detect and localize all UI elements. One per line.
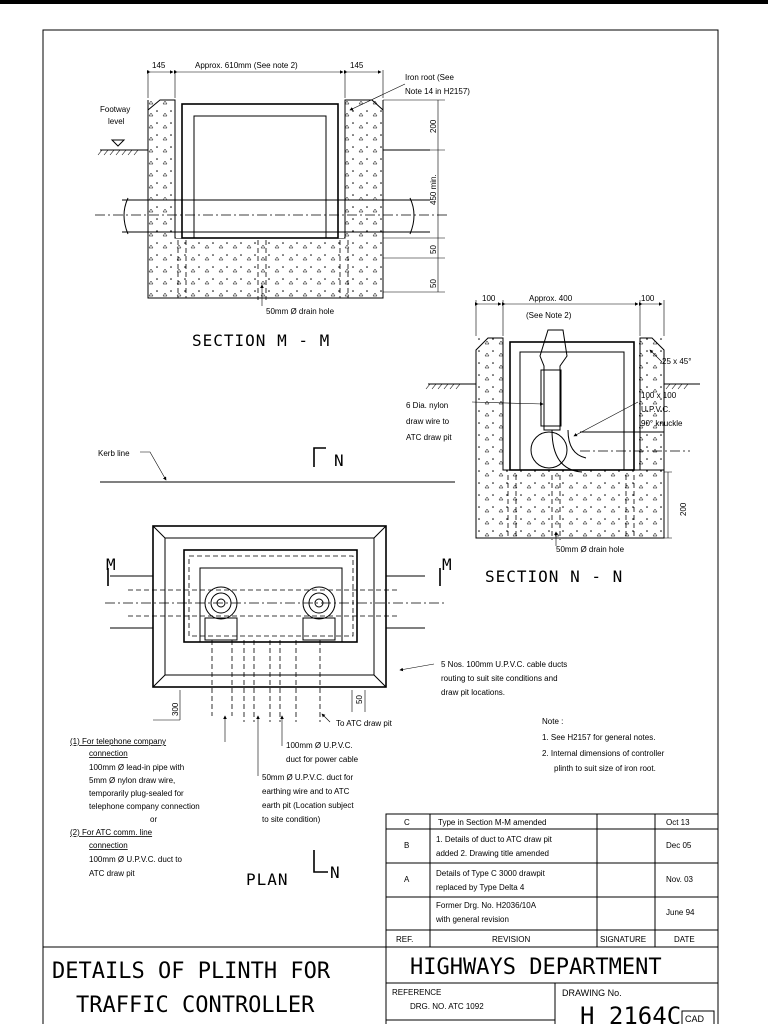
section-nn-drawing bbox=[425, 300, 700, 546]
plan-drawing bbox=[100, 447, 455, 873]
nn-drain-hole-label: 50mm Ø drain hole bbox=[556, 545, 625, 554]
rev-row-1-text: Type in Section M-M amended bbox=[438, 818, 547, 827]
plan-power-duct-label-2: duct for power cable bbox=[286, 755, 359, 764]
rev-row-4-date: June 94 bbox=[666, 908, 695, 917]
note-1: 1. See H2157 for general notes. bbox=[542, 733, 655, 742]
plan-earth-label-4: to site condition) bbox=[262, 815, 321, 824]
reference-label: REFERENCE bbox=[392, 988, 441, 997]
drawing-title-line-2: TRAFFIC CONTROLLER bbox=[76, 993, 315, 1018]
plan-cut-m-right: M bbox=[442, 555, 453, 574]
mm-footway-label-1: Footway bbox=[100, 105, 130, 114]
mm-dim-200: 200 bbox=[429, 119, 438, 133]
plan-atc-label-1: (2) For ATC comm. line bbox=[70, 828, 153, 837]
plan-ducts-label-3: draw pit locations. bbox=[441, 688, 505, 697]
nn-dim-200: 200 bbox=[679, 502, 688, 516]
rev-row-1-ref: C bbox=[404, 818, 410, 827]
drawing-number: H 2164C bbox=[580, 1002, 681, 1024]
mm-dim-145-right: 145 bbox=[350, 61, 364, 70]
plan-title: PLAN bbox=[246, 870, 289, 889]
nn-dim-100-right: 100 bbox=[641, 294, 655, 303]
rev-row-1-date: Oct 13 bbox=[666, 818, 690, 827]
section-mm-title: SECTION M - M bbox=[192, 331, 330, 350]
plan-cut-m-left: M bbox=[106, 555, 117, 574]
revision-table bbox=[385, 813, 719, 948]
reference-value: DRG. NO. ATC 1092 bbox=[410, 1002, 484, 1011]
rev-row-4-text-1: Former Drg. No. H2036/10A bbox=[436, 901, 537, 910]
plan-atc-label-4: ATC draw pit bbox=[89, 869, 135, 878]
plan-tel-label-3: 100mm Ø lead-in pipe with bbox=[89, 763, 184, 772]
drawing-no-label: DRAWING No. bbox=[562, 988, 622, 998]
cad-label: CAD bbox=[685, 1014, 705, 1024]
rev-head-date: DATE bbox=[674, 935, 695, 944]
mm-dim-50-a: 50 bbox=[429, 245, 438, 254]
rev-row-4-text-2: with general revision bbox=[435, 915, 509, 924]
rev-head-revision: REVISION bbox=[492, 935, 530, 944]
sheet-frame bbox=[42, 29, 719, 1024]
notes-heading: Note : bbox=[542, 717, 563, 726]
plan-tel-label-4: 5mm Ø nylon draw wire, bbox=[89, 776, 175, 785]
plan-earth-label-2: earthing wire and to ATC bbox=[262, 787, 350, 796]
section-mm-drawing bbox=[95, 70, 450, 306]
note-2a: 2. Internal dimensions of controller bbox=[542, 749, 665, 758]
plan-atc-label-2: connection bbox=[89, 841, 128, 850]
plan-power-duct-label-1: 100mm Ø U.P.V.C. bbox=[286, 741, 353, 750]
note-2b: plinth to suit size of iron root. bbox=[554, 764, 656, 773]
nn-wire-label-2: draw wire to bbox=[406, 417, 450, 426]
drawing-title-line-1: DETAILS OF PLINTH FOR bbox=[52, 959, 331, 984]
rev-row-2-text-2: added 2. Drawing title amended bbox=[436, 849, 549, 858]
mm-dim-450-min: 450 min. bbox=[429, 174, 438, 205]
plan-dim-50: 50 bbox=[355, 695, 364, 704]
rev-row-2-text-1: 1. Details of duct to ATC draw pit bbox=[436, 835, 553, 844]
nn-knuckle-label-3: 90° knuckle bbox=[641, 419, 683, 428]
nn-knuckle-label-1: 100 x 100 bbox=[641, 391, 677, 400]
plan-ducts-label-2: routing to suit site conditions and bbox=[441, 674, 558, 683]
rev-row-2-ref: B bbox=[404, 841, 409, 850]
mm-iron-root-label-2: Note 14 in H2157) bbox=[405, 87, 470, 96]
mm-iron-root-label-1: Iron root (See bbox=[405, 73, 454, 82]
mm-dim-145-left: 145 bbox=[152, 61, 166, 70]
rev-head-signature: SIGNATURE bbox=[600, 935, 646, 944]
rev-row-3-date: Nov. 03 bbox=[666, 875, 694, 884]
department-name: HIGHWAYS DEPARTMENT bbox=[410, 955, 662, 980]
nn-wire-label-1: 6 Dia. nylon bbox=[406, 401, 448, 410]
nn-knuckle-label-2: U.P.V.C. bbox=[641, 405, 670, 414]
plan-tel-label-1: (1) For telephone company bbox=[70, 737, 166, 746]
mm-dim-approx-610: Approx. 610mm (See note 2) bbox=[195, 61, 298, 70]
plan-ducts-label-1: 5 Nos. 100mm U.P.V.C. cable ducts bbox=[441, 660, 567, 669]
nn-dim-approx-400: Approx. 400 bbox=[529, 294, 573, 303]
rev-row-2-date: Dec 05 bbox=[666, 841, 692, 850]
nn-wire-label-3: ATC draw pit bbox=[406, 433, 452, 442]
rev-row-3-text-2: replaced by Type Delta 4 bbox=[436, 883, 525, 892]
title-block bbox=[43, 946, 718, 1024]
mm-footway-label-2: level bbox=[108, 117, 125, 126]
plan-cut-n-bottom: N bbox=[330, 863, 341, 882]
rev-row-3-text-1: Details of Type C 3000 drawpit bbox=[436, 869, 546, 878]
top-border-bar bbox=[0, 0, 768, 4]
rev-row-3-ref: A bbox=[404, 875, 410, 884]
plan-tel-label-or: or bbox=[150, 815, 157, 824]
plan-tel-label-2: connection bbox=[89, 749, 128, 758]
mm-drain-hole-label: 50mm Ø drain hole bbox=[266, 307, 335, 316]
plan-atc-label-3: 100mm Ø U.P.V.C. duct to bbox=[89, 855, 182, 864]
plan-to-atc-label: To ATC draw pit bbox=[336, 719, 393, 728]
plan-tel-label-6: telephone company connection bbox=[89, 802, 200, 811]
section-nn-title: SECTION N - N bbox=[485, 567, 623, 586]
plan-cut-n-top: N bbox=[334, 451, 345, 470]
plan-dim-300: 300 bbox=[171, 702, 180, 716]
plan-earth-label-3: earth pit (Location subject bbox=[262, 801, 354, 810]
nn-dim-see-note-2: (See Note 2) bbox=[526, 311, 572, 320]
rev-head-ref: REF. bbox=[396, 935, 413, 944]
mm-dim-50-b: 50 bbox=[429, 279, 438, 288]
nn-chamfer-label: 25 x 45° bbox=[662, 357, 691, 366]
plan-earth-label-1: 50mm Ø U.P.V.C. duct for bbox=[262, 773, 353, 782]
plan-kerb-line-label: Kerb line bbox=[98, 449, 130, 458]
plan-tel-label-5: temporarily plug-sealed for bbox=[89, 789, 184, 798]
nn-dim-100-left: 100 bbox=[482, 294, 496, 303]
